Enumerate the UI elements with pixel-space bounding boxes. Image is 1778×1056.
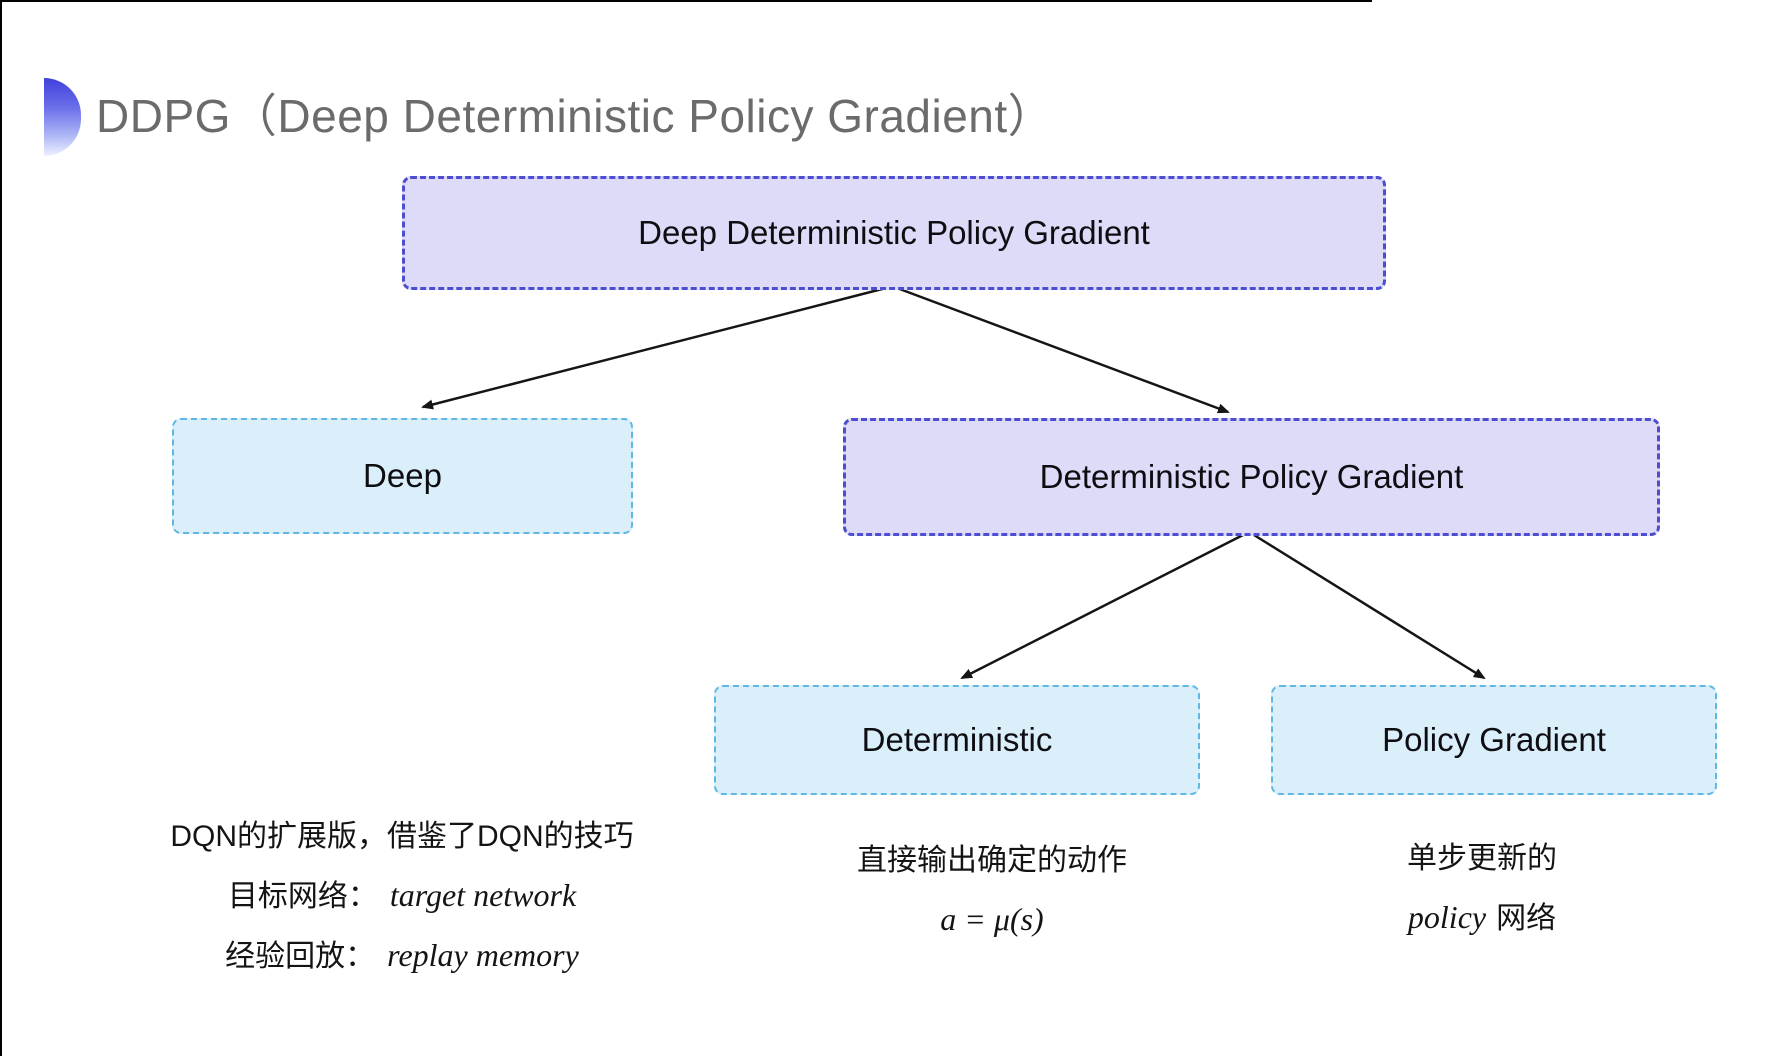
frame-top-line <box>0 0 1372 2</box>
note-deep-line3-term: replay memory <box>387 937 579 973</box>
arrow-dpg-to-deterministic <box>960 533 1244 680</box>
tree-node-deterministic-policy-gradient: Deterministic Policy Gradient <box>843 418 1660 536</box>
arrow-root-to-deep <box>421 286 887 410</box>
tree-node-dpg-label: Deterministic Policy Gradient <box>1039 458 1464 495</box>
note-deterministic-line1: 直接输出确定的动作 <box>857 844 1127 877</box>
tree-node-policy-gradient-label: Policy Gradient <box>1382 721 1606 758</box>
note-policy-gradient-line1: 单步更新的 <box>1407 842 1557 875</box>
arrow-dpg-to-policy-gradient <box>1253 533 1486 680</box>
note-deep-line1: DQN的扩展版，借鉴了DQN的技巧 <box>170 820 634 853</box>
tree-node-policy-gradient: Policy Gradient <box>1271 685 1717 795</box>
note-policy-gradient-line2-label: 网络 <box>1496 902 1557 935</box>
frame-left-line <box>0 0 2 1056</box>
note-deep-line2: 目标网络： target network <box>130 879 674 912</box>
note-policy-gradient: 单步更新的 policy 网络 <box>1282 844 1682 934</box>
note-deterministic: 直接输出确定的动作 a = μ(s) <box>792 844 1192 937</box>
arrow-root-to-dpg <box>896 286 1230 414</box>
page-title: DDPG（Deep Deterministic Policy Gradient） <box>96 90 1055 142</box>
note-deterministic-formula: a = μ(s) <box>940 901 1044 937</box>
note-policy-gradient-line2: policy 网络 <box>1282 901 1682 934</box>
note-deep-line3-label: 经验回放： <box>225 940 376 973</box>
tree-node-deterministic-label: Deterministic <box>861 721 1053 758</box>
tree-node-deterministic: Deterministic <box>714 685 1200 795</box>
note-deep-line2-term: target network <box>389 877 577 913</box>
note-deep-line3: 经验回放： replay memory <box>130 939 674 972</box>
note-deep: DQN的扩展版，借鉴了DQN的技巧 目标网络： target network 经验… <box>130 822 674 972</box>
title-bullet-icon <box>44 78 81 156</box>
tree-node-root: Deep Deterministic Policy Gradient <box>402 176 1386 290</box>
tree-node-deep: Deep <box>172 418 633 534</box>
note-deep-line2-label: 目标网络： <box>227 880 378 913</box>
tree-node-deep-label: Deep <box>363 457 442 494</box>
tree-node-root-label: Deep Deterministic Policy Gradient <box>638 214 1150 251</box>
note-policy-gradient-line2-term: policy <box>1407 899 1487 935</box>
